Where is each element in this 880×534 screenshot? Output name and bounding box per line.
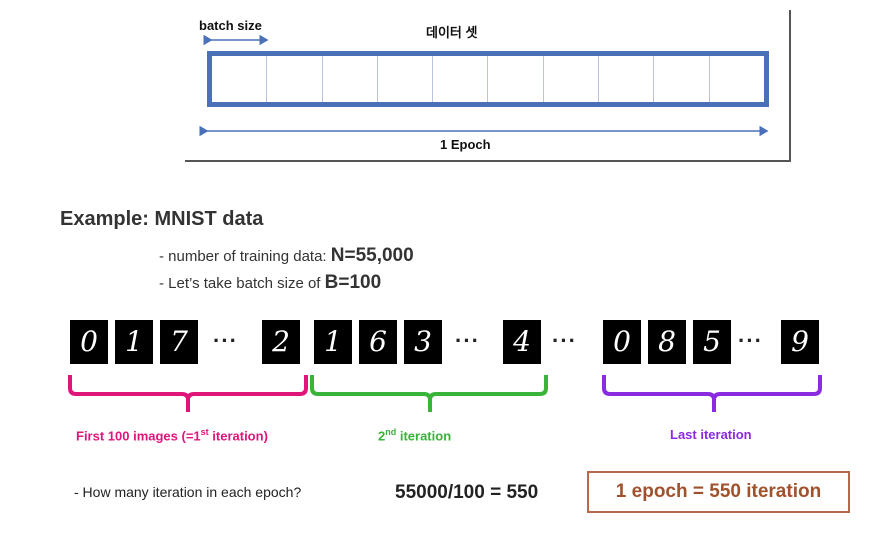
ellipsis: ··· [552, 328, 577, 353]
batch-size-label: batch size [199, 18, 262, 33]
ellipsis: ··· [213, 328, 238, 353]
ellipsis: ··· [738, 328, 763, 353]
dataset-label: 데이터 셋 [426, 25, 478, 40]
batch-cell [433, 56, 489, 102]
bullet-batch-size: - Let’s take batch size of B=100 [159, 272, 381, 294]
brace-last-iteration [602, 375, 822, 412]
iteration-question: - How many iteration in each epoch? [74, 484, 302, 500]
batch-cell [212, 56, 268, 102]
digit-glyph: 6 [369, 325, 387, 358]
epoch-label: 1 Epoch [440, 137, 491, 152]
batch-cell [710, 56, 764, 102]
digit-image: 1 [314, 320, 352, 364]
digit-image: 6 [359, 320, 397, 364]
digit-glyph: 7 [170, 325, 188, 358]
batch-cell [599, 56, 655, 102]
digit-glyph: 8 [658, 325, 676, 358]
digit-glyph: 0 [80, 325, 98, 358]
label-sup: st [200, 427, 209, 437]
label-text: iteration [396, 428, 452, 444]
result-box: 1 epoch = 550 iteration [587, 471, 850, 513]
bullet-text: - number of training data: [159, 248, 331, 265]
batch-cell [544, 56, 600, 102]
digit-glyph: 1 [125, 325, 143, 358]
digit-glyph: 9 [791, 325, 809, 358]
digit-image: 9 [781, 320, 819, 364]
result-text: 1 epoch = 550 iteration [615, 481, 822, 502]
brace-second-iteration [310, 375, 548, 412]
bullet-training-data: - number of training data: N=55,000 [159, 245, 414, 267]
dataset-bar [207, 51, 769, 107]
label-text: 2 [378, 428, 386, 444]
brace-first-iteration [68, 375, 308, 412]
label-text: First 100 images (=1 [76, 428, 201, 444]
digit-glyph: 0 [613, 325, 631, 358]
second-iteration-label: 2nd iteration [378, 427, 451, 443]
label-sup: nd [385, 427, 397, 437]
batch-cell [654, 56, 710, 102]
first-iteration-label: First 100 images (=1st iteration) [76, 427, 268, 443]
batch-cell [323, 56, 378, 102]
digit-image: 1 [115, 320, 153, 364]
digit-image: 8 [648, 320, 686, 364]
ellipsis: ··· [455, 328, 480, 353]
digit-image: 3 [404, 320, 442, 364]
bullet-text: - Let’s take batch size of [159, 275, 325, 292]
bullet-value: B=100 [324, 272, 382, 293]
digit-image: 2 [262, 320, 300, 364]
batch-cell [488, 56, 544, 102]
digit-glyph: 5 [703, 325, 721, 358]
digit-image: 5 [693, 320, 731, 364]
digit-glyph: 3 [414, 325, 432, 358]
batch-cell [378, 56, 434, 102]
digit-glyph: 4 [513, 325, 531, 358]
iteration-calculation: 55000/100 = 550 [395, 482, 539, 503]
example-heading: Example: MNIST data [60, 208, 264, 230]
digit-glyph: 2 [272, 325, 290, 358]
digit-image: 4 [503, 320, 541, 364]
last-iteration-label: Last iteration [670, 427, 752, 442]
digit-image: 0 [603, 320, 641, 364]
digit-image: 7 [160, 320, 198, 364]
bullet-value: N=55,000 [330, 245, 414, 266]
label-text: iteration) [208, 428, 268, 444]
digit-image: 0 [70, 320, 108, 364]
batch-cell [267, 56, 323, 102]
digit-glyph: 1 [324, 325, 342, 358]
